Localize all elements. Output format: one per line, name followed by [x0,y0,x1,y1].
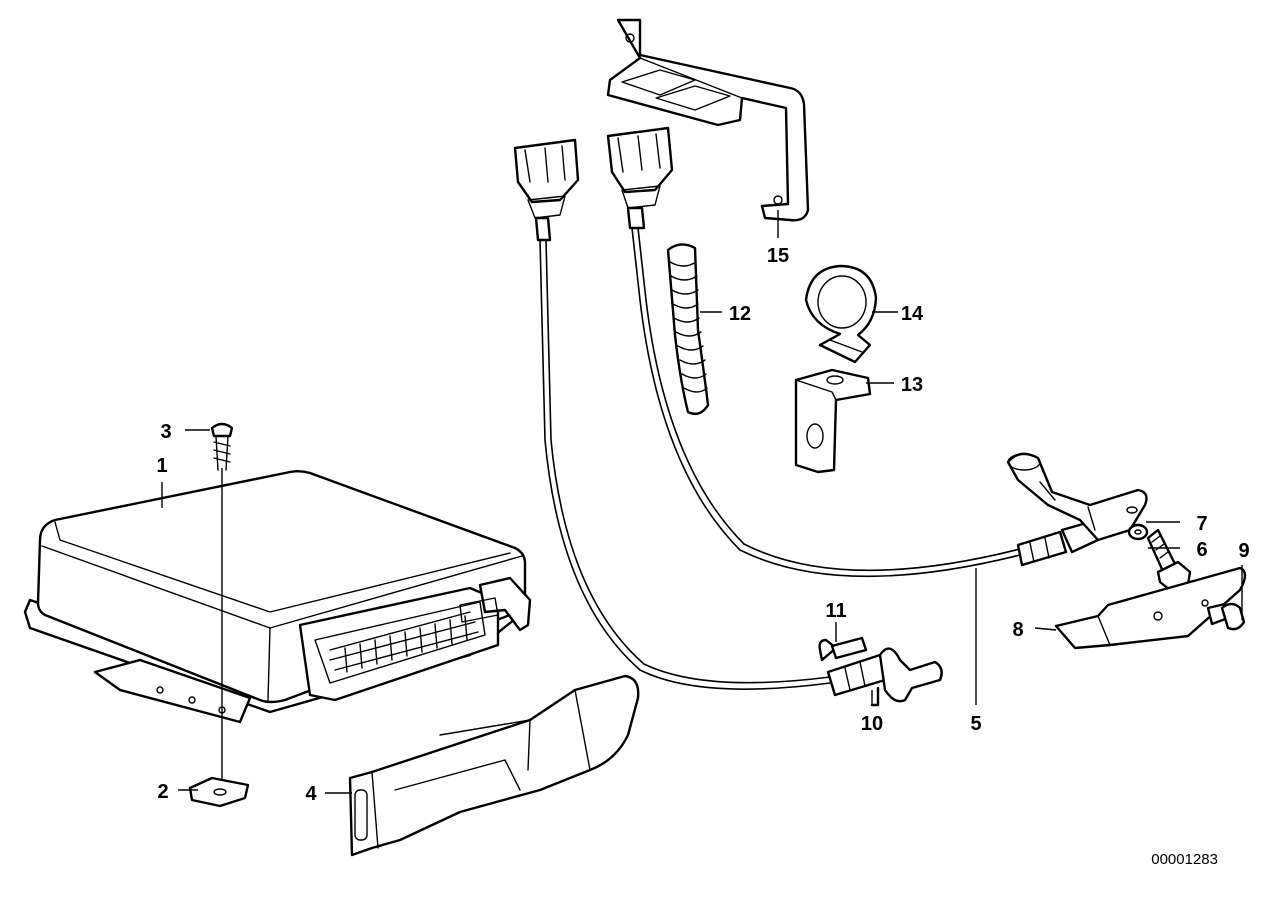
callout-9: 9 [1238,540,1249,562]
screw-drawing [210,422,234,471]
bolt-drawing [1146,528,1192,592]
callout-5: 5 [970,713,981,735]
callout-12: 12 [729,303,751,325]
plug-bracket-drawing [606,18,810,222]
callout-14: 14 [901,303,924,325]
callouts: 1 2 3 4 5 6 7 8 9 10 11 12 13 14 15 [156,245,1249,805]
callout-1: 1 [156,455,167,477]
cable-clamp-drawing [804,264,878,364]
control-unit-drawing [23,470,532,724]
callout-3: 3 [160,421,171,443]
callout-7: 7 [1196,513,1207,535]
speed-sensor-cable-drawing [606,126,1148,578]
connector-cover-drawing [348,674,640,857]
leader-lines [161,210,1243,794]
bracket-screw-drawing [1206,602,1246,631]
holder-drawing [794,368,872,474]
washer-drawing [1127,523,1149,541]
sensor-bracket-drawing [1054,566,1247,650]
protective-sleeve-drawing [666,243,710,416]
callout-2: 2 [157,781,168,803]
sensor-screw-drawing [818,636,868,662]
callout-15: 15 [767,245,789,267]
callout-10: 10 [861,713,883,735]
callout-11: 11 [825,600,846,622]
reference-sensor-cable-drawing [513,138,943,707]
clip-nut-drawing [188,776,250,808]
callout-13: 13 [901,374,923,396]
callout-8: 8 [1012,619,1023,641]
callout-6: 6 [1196,539,1207,561]
drawing-number: 00001283 [1151,851,1218,868]
callout-4: 4 [305,783,317,805]
